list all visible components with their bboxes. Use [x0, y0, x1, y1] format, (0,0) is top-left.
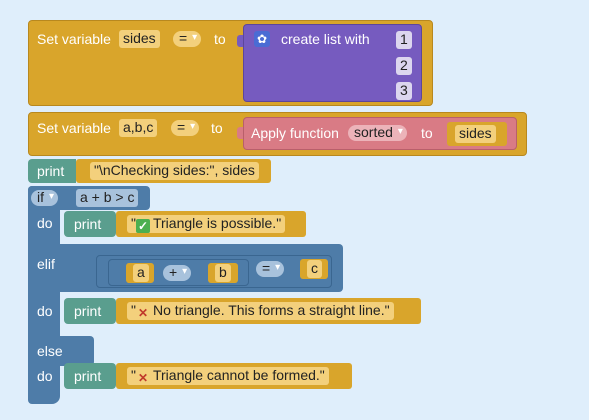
create-list-label: create list with	[281, 31, 370, 47]
if-condition[interactable]: a + b > c	[76, 189, 139, 207]
print-text-triangle-possible[interactable]: "✓Triangle is possible."	[127, 215, 286, 233]
plus-dropdown[interactable]: +	[163, 265, 192, 281]
apply-input-notch	[237, 127, 243, 139]
print-label: print	[74, 216, 102, 232]
list-input-notch	[237, 35, 243, 47]
elif-label: elif	[37, 256, 55, 272]
gear-icon[interactable]: ✿	[254, 31, 270, 47]
elif-left-operand[interactable]: a	[133, 264, 149, 282]
apply-function-label: Apply function	[251, 125, 339, 141]
else-label: else	[37, 343, 63, 359]
function-dropdown-sorted[interactable]: sorted	[348, 125, 407, 141]
compare-dropdown[interactable]: =	[256, 261, 285, 277]
if-block[interactable]	[28, 186, 60, 404]
list-item-1[interactable]: 1	[396, 31, 412, 49]
if-dropdown[interactable]: if	[31, 190, 58, 206]
do-label: do	[37, 215, 53, 231]
set-variable-label: Set variable	[37, 120, 111, 136]
print-block[interactable]	[64, 363, 116, 389]
assign-operator-dropdown[interactable]: =	[171, 120, 200, 136]
print-label: print	[74, 368, 102, 384]
print-value-string[interactable]: "\nChecking sides:", sides	[90, 162, 259, 180]
cross-icon: ✕	[137, 371, 149, 385]
list-item-2[interactable]: 2	[396, 57, 412, 75]
print-text-cannot-form[interactable]: "✕Triangle cannot be formed."	[127, 367, 329, 385]
assign-operator-dropdown[interactable]: =	[173, 31, 202, 47]
print-block[interactable]	[64, 211, 116, 237]
to-label: to	[211, 120, 223, 136]
print-block[interactable]	[64, 298, 116, 324]
check-icon: ✓	[135, 219, 150, 233]
print-label: print	[74, 303, 102, 319]
variable-name-abc[interactable]: a,b,c	[119, 119, 158, 137]
else-section	[28, 336, 94, 366]
print-text-straight-line[interactable]: "✕No triangle. This forms a straight lin…	[127, 302, 394, 320]
argument-sides[interactable]: sides	[455, 125, 496, 143]
elif-right-operand[interactable]: b	[215, 264, 231, 282]
set-variable-label: Set variable	[37, 31, 111, 47]
cross-icon: ✕	[137, 306, 149, 320]
variable-name-sides[interactable]: sides	[119, 30, 160, 48]
print-label: print	[37, 163, 65, 179]
do-label: do	[37, 303, 53, 319]
apply-to-label: to	[421, 125, 433, 141]
create-list-block[interactable]	[243, 24, 422, 102]
to-label: to	[214, 31, 226, 47]
elif-compare-operand[interactable]: c	[307, 260, 322, 278]
print-block[interactable]	[28, 159, 76, 183]
do-label: do	[37, 368, 53, 384]
list-item-3[interactable]: 3	[396, 82, 412, 100]
